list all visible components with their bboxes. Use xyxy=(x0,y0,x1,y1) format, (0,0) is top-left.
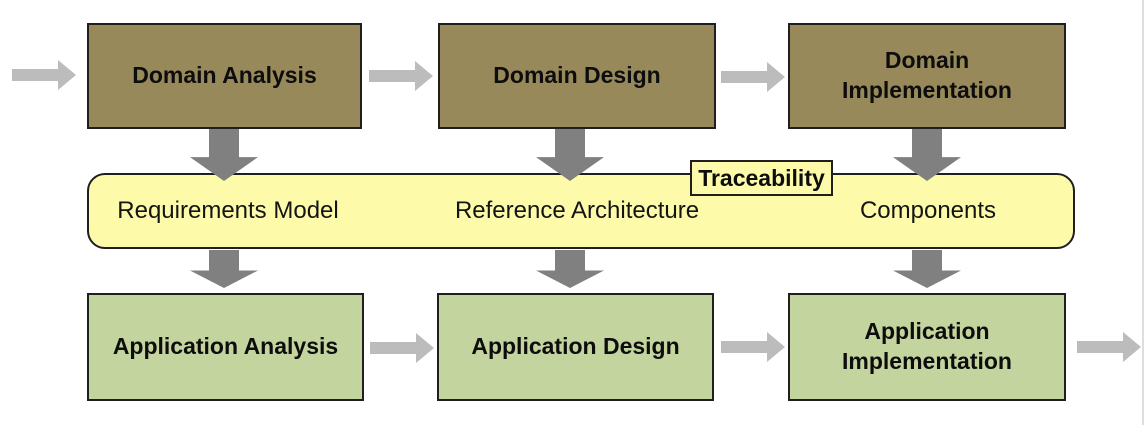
flow-arrow-right-icon xyxy=(370,333,434,363)
flow-arrow-down-icon xyxy=(536,250,604,288)
traceability-tag: Traceability xyxy=(690,160,833,196)
flow-arrow-down-icon xyxy=(536,129,604,181)
artifact-label-requirements-model: Requirements Model xyxy=(117,197,339,224)
domain-analysis-label: Domain Analysis xyxy=(132,62,317,89)
artifact-label-reference-architecture: Reference Architecture xyxy=(454,197,700,224)
domain-design-box: Domain Design xyxy=(438,23,716,129)
flow-arrow-down-icon xyxy=(190,250,258,288)
flow-arrow-right-icon xyxy=(1077,332,1141,362)
domain-analysis-box: Domain Analysis xyxy=(87,23,362,129)
domain-design-label: Domain Design xyxy=(493,62,661,89)
flow-arrow-right-icon xyxy=(721,62,785,92)
domain-implementation-box: Domain Implementation xyxy=(788,23,1066,129)
flow-arrow-right-icon xyxy=(12,60,76,90)
application-analysis-label: Application Analysis xyxy=(112,333,339,360)
artifacts-band xyxy=(87,173,1075,249)
traceability-label: Traceability xyxy=(698,164,825,191)
application-design-label: Application Design xyxy=(471,333,680,360)
application-design-box: Application Design xyxy=(437,293,714,401)
domain-implementation-label: Domain Implementation xyxy=(842,47,1012,103)
flow-arrow-right-icon xyxy=(369,61,433,91)
application-implementation-label: Application Implementation xyxy=(842,318,1012,374)
flow-arrow-down-icon xyxy=(190,129,258,181)
flow-arrow-down-icon xyxy=(893,250,961,288)
page-edge-line xyxy=(1142,0,1144,425)
application-implementation-box: Application Implementation xyxy=(788,293,1066,401)
artifact-label-components: Components xyxy=(859,197,997,224)
application-analysis-box: Application Analysis xyxy=(87,293,364,401)
flow-arrow-right-icon xyxy=(721,332,785,362)
flow-arrow-down-icon xyxy=(893,129,961,181)
